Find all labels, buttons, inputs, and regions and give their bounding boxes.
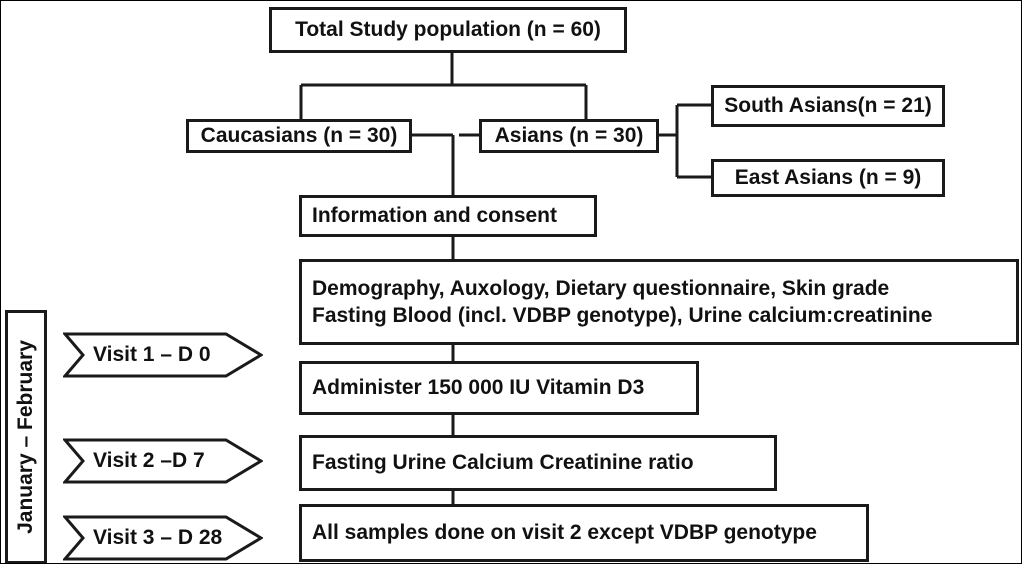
period-label: January – February: [14, 340, 37, 534]
visit-2-label: Visit 2 –D 7: [93, 449, 205, 472]
visit-1-arrow: [63, 332, 263, 378]
caucasians-box: Caucasians (n = 30): [186, 119, 412, 153]
period-box: January – February: [5, 310, 47, 563]
consent-label: Information and consent: [312, 204, 558, 228]
east-asians-label: East Asians (n = 9): [734, 166, 922, 190]
samples-label: All samples done on visit 2 except VDBP …: [312, 521, 817, 545]
visit-1-marker: Visit 1 – D 0: [63, 332, 263, 378]
total-population-box: Total Study population (n = 60): [269, 7, 627, 53]
east-asians-box: East Asians (n = 9): [711, 159, 945, 197]
total-population-label: Total Study population (n = 60): [295, 18, 601, 42]
asians-label: Asians (n = 30): [494, 124, 644, 148]
south-asians-label: South Asians(n = 21): [724, 94, 932, 118]
visit-3-label: Visit 3 – D 28: [93, 526, 223, 549]
caucasians-label: Caucasians (n = 30): [200, 124, 398, 148]
urine-ratio-label: Fasting Urine Calcium Creatinine ratio: [312, 451, 694, 475]
visit-2-arrow: [63, 438, 263, 484]
baseline-line-2: Fasting Blood (incl. VDBP genotype), Uri…: [312, 304, 933, 327]
visit-3-arrow: [63, 515, 263, 561]
baseline-line-1: Demography, Auxology, Dietary questionna…: [312, 276, 890, 300]
samples-box: All samples done on visit 2 except VDBP …: [299, 504, 869, 562]
baseline-assessment-box: Demography, Auxology, Dietary questionna…: [299, 259, 1019, 345]
visit-2-marker: Visit 2 –D 7: [63, 438, 263, 484]
consent-box: Information and consent: [299, 195, 597, 237]
urine-ratio-box: Fasting Urine Calcium Creatinine ratio: [299, 435, 777, 491]
administer-label: Administer 150 000 IU Vitamin D3: [312, 376, 645, 400]
visit-3-marker: Visit 3 – D 28: [63, 515, 263, 561]
visit-1-label: Visit 1 – D 0: [93, 343, 211, 366]
asians-box: Asians (n = 30): [479, 119, 659, 153]
south-asians-box: South Asians(n = 21): [711, 85, 945, 127]
administer-box: Administer 150 000 IU Vitamin D3: [299, 361, 699, 415]
